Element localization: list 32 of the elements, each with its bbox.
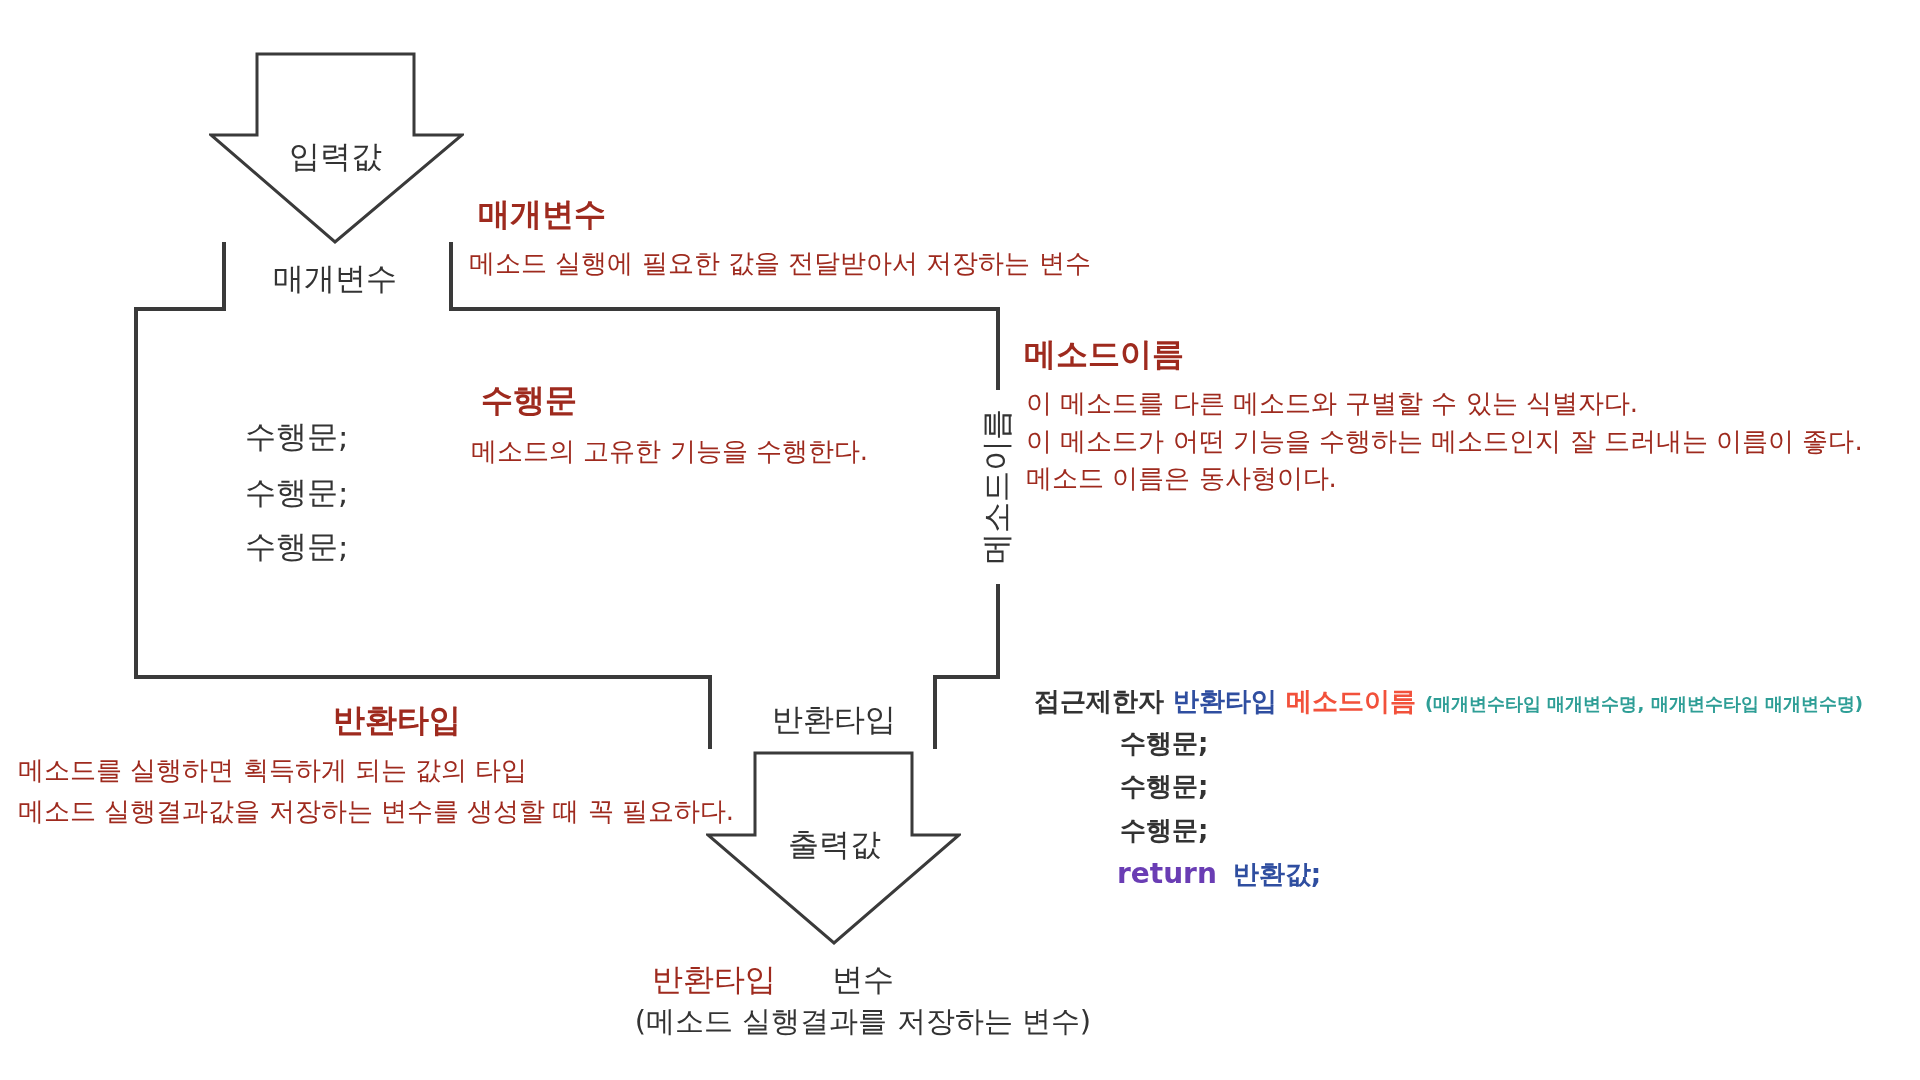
caption-text: (메소드 실행결과를 저장하는 변수)	[634, 1005, 1092, 1039]
statement-text: 수행문;	[245, 419, 349, 455]
code-text: 메소드이름	[1286, 687, 1416, 717]
variable-text: 변수	[832, 962, 894, 998]
annotation-text: 메소드 이름은 동사형이다.	[1026, 464, 1337, 494]
annotation-heading: 메소드이름	[1024, 335, 1184, 373]
input-block-arrow	[209, 52, 464, 244]
annotation-text: 메소드의 고유한 기능을 수행한다.	[471, 437, 869, 467]
statement-text: 수행문;	[245, 529, 349, 565]
annotation-heading: 매개변수	[478, 195, 606, 233]
annotation-text: 이 메소드가 어떤 기능을 수행하는 메소드인지 잘 드러내는 이름이 좋다.	[1026, 427, 1863, 457]
return-type-text: 반환타입	[652, 962, 776, 998]
annotation-text: 이 메소드를 다른 메소드와 구별할 수 있는 식별자다.	[1026, 389, 1639, 419]
output-text: 출력값	[787, 827, 881, 863]
code-text: 반환값;	[1232, 859, 1322, 890]
code-text: 수행문;	[1120, 772, 1209, 802]
annotation-heading: 수행문	[481, 381, 577, 419]
code-text: 수행문;	[1120, 816, 1209, 846]
method-name-text: 메소드이름	[979, 408, 1015, 564]
parameter-text: 매개변수	[273, 261, 397, 297]
annotation-text: 메소드 실행결과값을 저장하는 변수를 생성할 때 꼭 필요하다.	[18, 797, 735, 827]
code-text: (매개변수타입 매개변수명, 매개변수타입 매개변수명)	[1425, 694, 1864, 715]
annotation-text: 메소드를 실행하면 획득하게 되는 값의 타입	[18, 756, 528, 786]
statement-text: 수행문;	[245, 475, 349, 511]
input-text: 입력값	[288, 139, 382, 175]
return-type-text: 반환타입	[772, 702, 896, 738]
annotation-text: 메소드 실행에 필요한 값을 전달받아서 저장하는 변수	[469, 249, 1091, 279]
code-keyword: return	[1117, 857, 1217, 891]
code-text: 반환타입	[1173, 687, 1277, 717]
code-text: 수행문;	[1120, 729, 1209, 759]
annotation-heading: 반환타입	[333, 701, 461, 739]
code-text: 접근제한자	[1034, 687, 1164, 717]
